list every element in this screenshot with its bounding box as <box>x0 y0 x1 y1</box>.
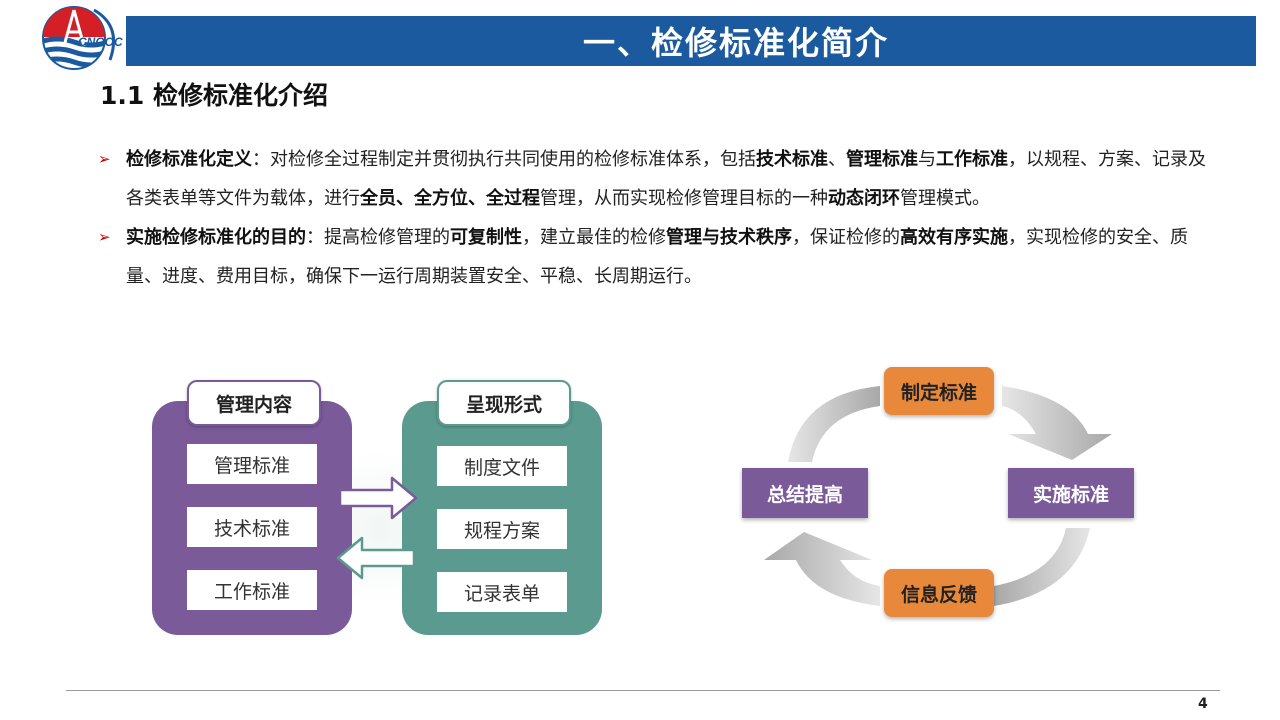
bullet-keyword: 技术标准 <box>756 149 828 170</box>
title-bar: 一、检修标准化简介 <box>126 16 1256 66</box>
bullet-text: 管理模式。 <box>900 188 990 209</box>
bullet-purpose: ➢ 实施检修标准化的目的：提高检修管理的可复制性，建立最佳的检修管理与技术秩序，… <box>98 218 1208 296</box>
bullet-text: ：提高检修管理的 <box>306 227 450 248</box>
bullet-keyword: 动态闭环 <box>828 188 900 209</box>
cycle-arrows <box>764 386 1112 606</box>
bullet-text: ：对检修全过程制定并贯彻执行共同使用的检修标准体系，包括 <box>252 149 756 170</box>
page-title: 一、检修标准化简介 <box>582 24 889 62</box>
cycle-arc-bottom-right <box>994 528 1090 606</box>
bullet-text: ，以规程、方案、记录及各类表单等文件为载体，进行 <box>126 149 1206 209</box>
bullet-keyword: 高效有序实施 <box>900 227 1008 248</box>
bullet-keyword: 管理标准 <box>846 149 918 170</box>
left-arrow-icon <box>336 536 416 580</box>
section-subtitle: 1.1 检修标准化介绍 <box>100 81 328 110</box>
management-item: 技术标准 <box>187 507 317 547</box>
management-content-header: 管理内容 <box>187 380 321 426</box>
cycle-arrow-bottom-left <box>764 532 880 606</box>
bullet-text: 管理，从而实现检修管理目标的一种 <box>540 188 828 209</box>
bullet-text: 、 <box>828 149 846 170</box>
bullet-text: ，建立最佳的检修 <box>522 227 666 248</box>
cycle-arrow-top-right <box>1002 386 1112 460</box>
bullet-label: 实施检修标准化的目的 <box>126 227 306 248</box>
bullet-keyword: 可复制性 <box>450 227 522 248</box>
cycle-step-set-standard: 制定标准 <box>884 367 994 415</box>
cycle-step-implement-standard: 实施标准 <box>1008 468 1134 518</box>
bullet-text: 与 <box>918 149 936 170</box>
bullet-keyword: 管理与技术秩序 <box>666 227 792 248</box>
management-item: 管理标准 <box>187 444 317 484</box>
bullet-list: ➢ 检修标准化定义：对检修全过程制定并贯彻执行共同使用的检修标准体系，包括技术标… <box>98 140 1208 296</box>
bullet-definition: ➢ 检修标准化定义：对检修全过程制定并贯彻执行共同使用的检修标准体系，包括技术标… <box>98 140 1208 218</box>
bullet-text: ，实现检修的安全、质量、进度、费用目标，确保下一运行周期装置安全、平稳、长周期运… <box>126 227 1188 287</box>
company-logo: CNOOC <box>42 6 123 70</box>
right-arrow-icon <box>338 476 418 520</box>
logo-text: CNOOC <box>78 35 123 49</box>
presentation-item: 规程方案 <box>437 509 567 549</box>
presentation-item: 记录表单 <box>437 572 567 612</box>
management-item: 工作标准 <box>187 570 317 610</box>
footer-divider <box>66 690 1220 691</box>
page-number: 4 <box>1198 696 1208 712</box>
cycle-step-summarize: 总结提高 <box>742 468 868 518</box>
bullet-text: ，保证检修的 <box>792 227 900 248</box>
bullet-label: 检修标准化定义 <box>126 149 252 170</box>
presentation-form-header: 呈现形式 <box>437 380 571 426</box>
cycle-arc-top-left <box>788 386 880 462</box>
bullet-keyword: 全员、全方位、全过程 <box>360 188 540 209</box>
bullet-arrow-icon: ➢ <box>98 150 111 168</box>
bullet-keyword: 工作标准 <box>936 149 1008 170</box>
cycle-step-feedback: 信息反馈 <box>884 569 994 617</box>
presentation-item: 制度文件 <box>437 446 567 486</box>
bullet-arrow-icon: ➢ <box>98 228 111 246</box>
